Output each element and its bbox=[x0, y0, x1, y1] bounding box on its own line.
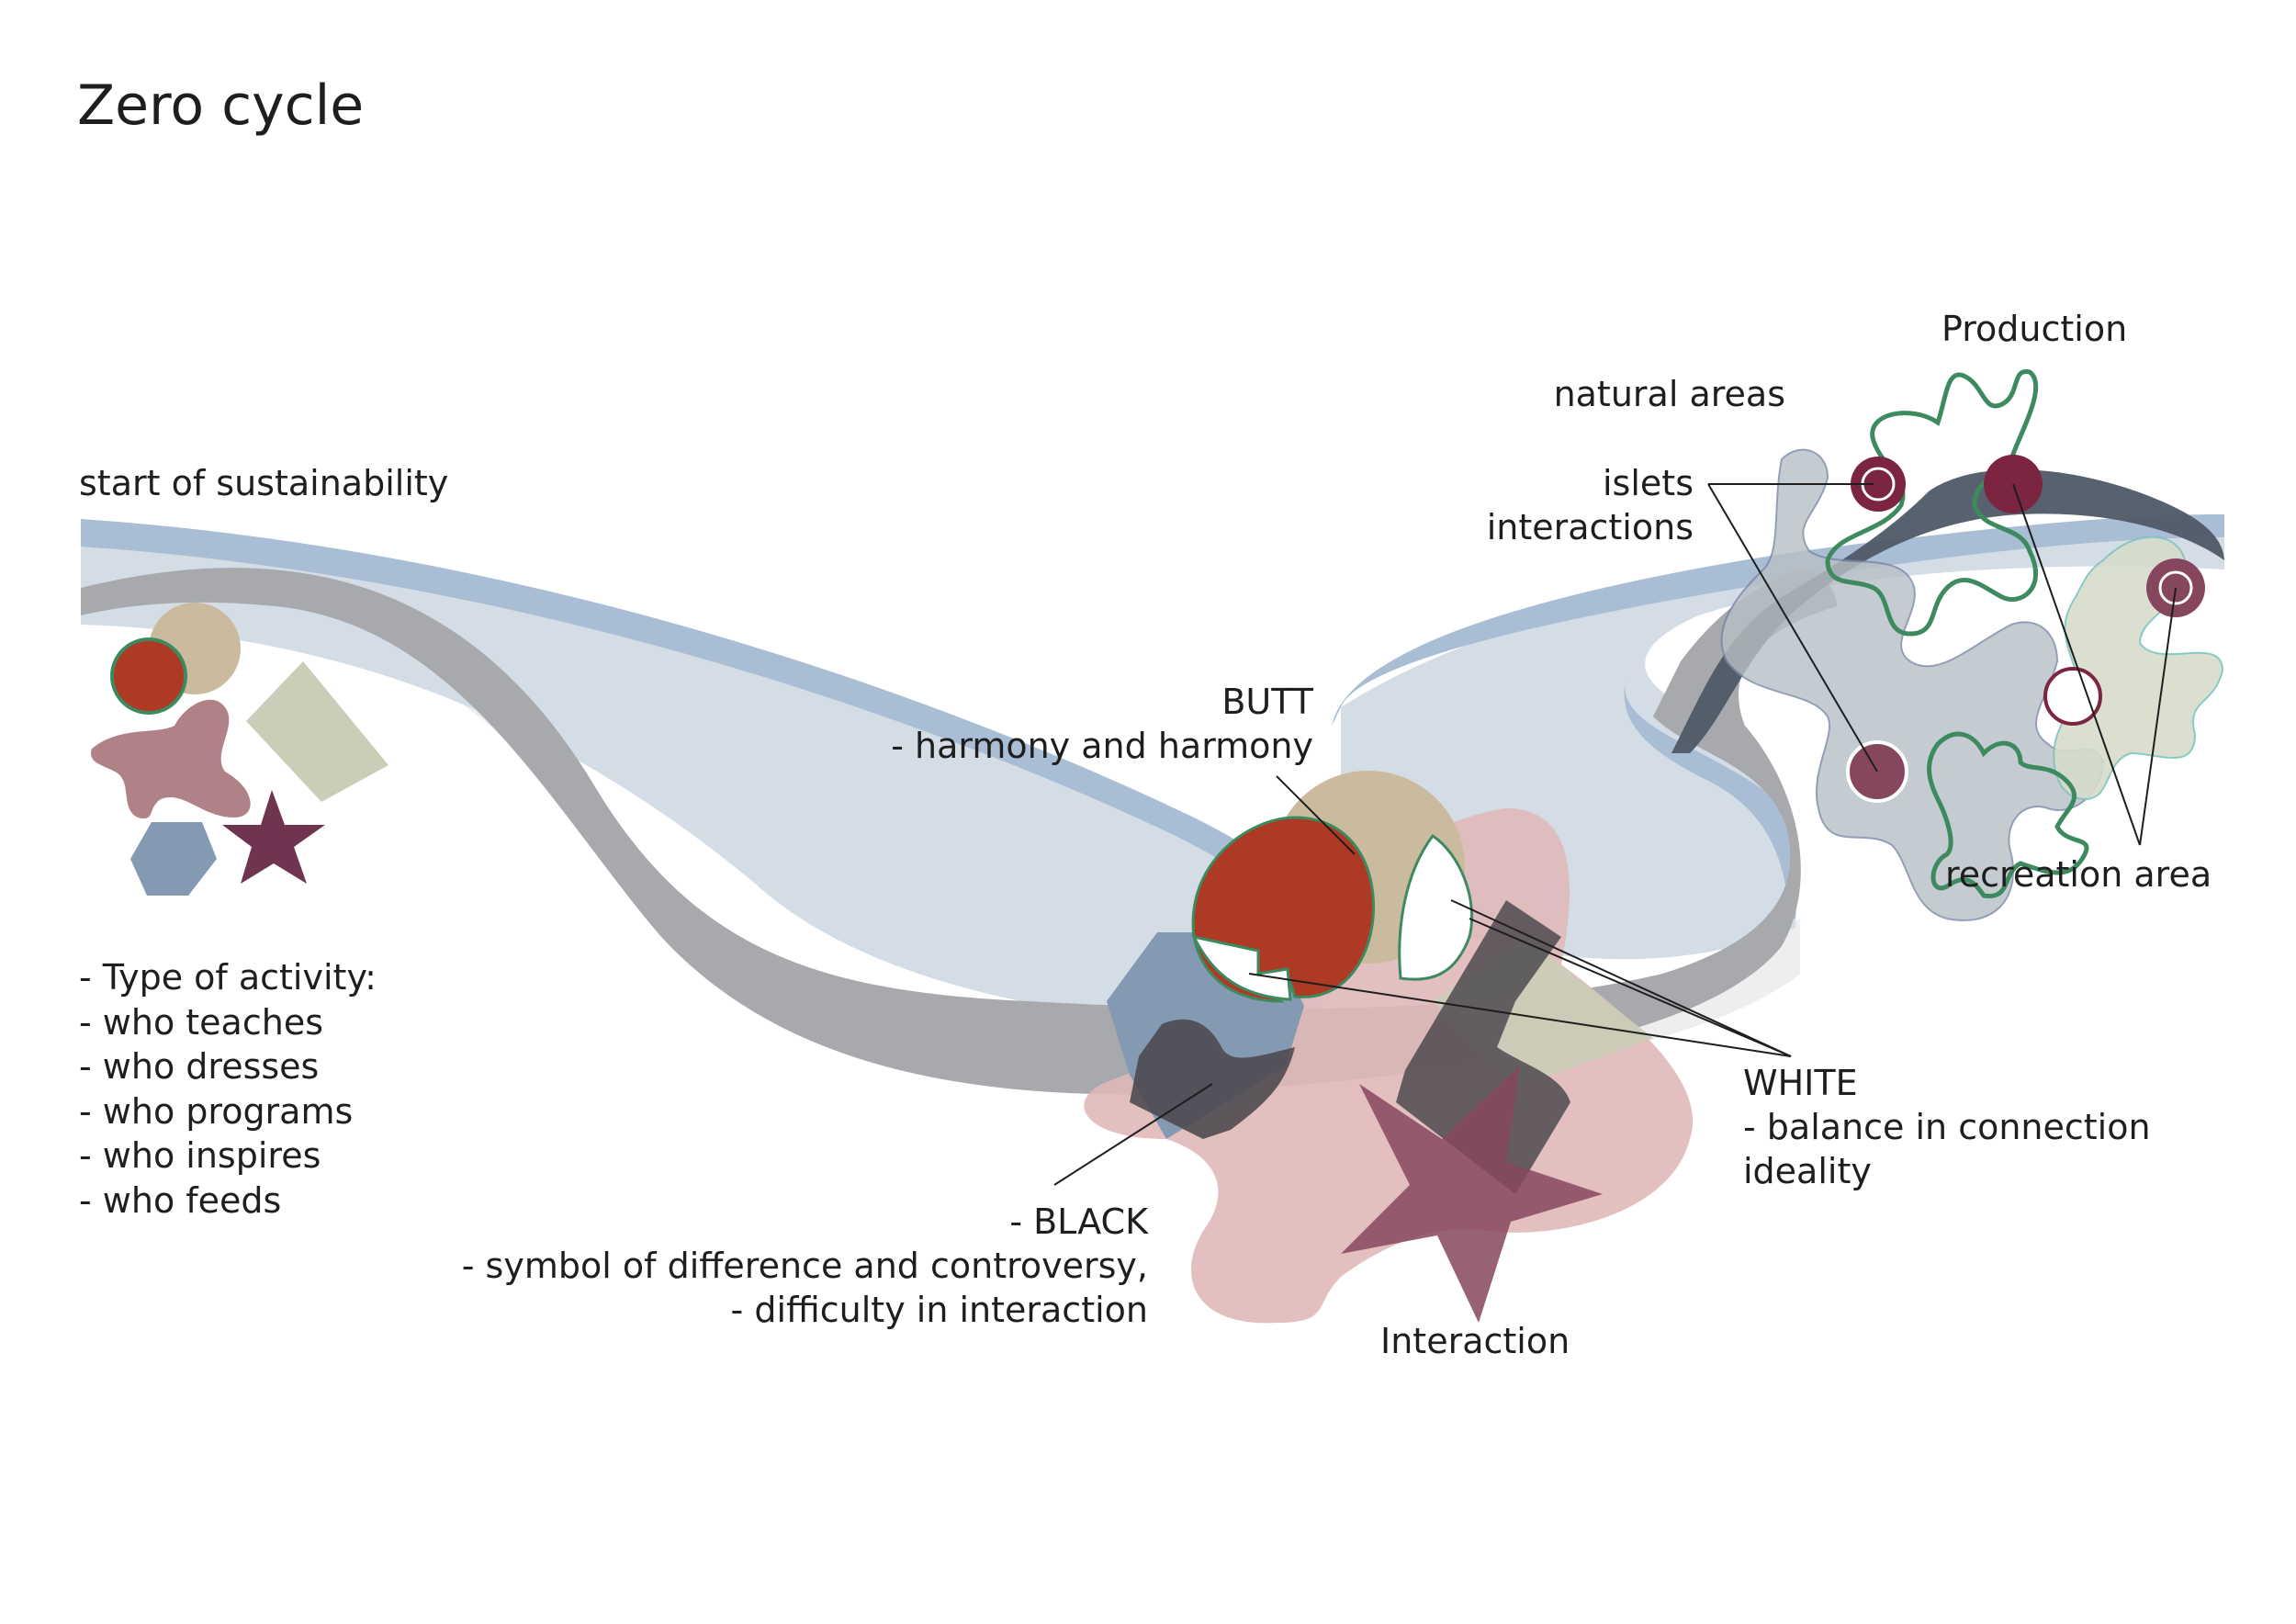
dot-recreation-hollow bbox=[2043, 667, 2102, 726]
legend-red-circle bbox=[110, 637, 187, 715]
label-production: Production bbox=[1941, 309, 2128, 349]
black-desc-1: - symbol of difference and controversy, bbox=[461, 1246, 1148, 1286]
label-islets-interactions: islets interactions bbox=[1487, 461, 1694, 549]
activity-list-item: - who dresses bbox=[79, 1046, 320, 1087]
leader-lines bbox=[1053, 483, 2177, 1186]
label-natural-areas: natural areas bbox=[1553, 374, 1785, 414]
activity-list-item: - who teaches bbox=[79, 1001, 323, 1043]
dark-wave-shape bbox=[1130, 1019, 1295, 1139]
dot-recreation-right-ring bbox=[2158, 570, 2193, 605]
blue-band-curl bbox=[1624, 680, 1797, 919]
white-title: WHITE bbox=[1743, 1063, 1858, 1103]
activity-list-item: - who feeds bbox=[79, 1179, 282, 1221]
legend-sage-diamond bbox=[246, 661, 388, 802]
activity-list-item: - Type of activity: bbox=[79, 957, 377, 998]
label-interaction: Interaction bbox=[1380, 1321, 1570, 1361]
label-butt: BUTT - harmony and harmony bbox=[891, 680, 1313, 768]
legend-plum-star bbox=[222, 790, 325, 884]
islets-text: islets bbox=[1603, 463, 1694, 503]
activity-list-item: - who inspires bbox=[79, 1135, 321, 1176]
white-crescent bbox=[1398, 833, 1474, 981]
black-title: - BLACK bbox=[1009, 1201, 1148, 1242]
white-desc-2: ideality bbox=[1743, 1151, 1872, 1191]
green-outline-top bbox=[1825, 369, 2039, 637]
label-black: - BLACK - symbol of difference and contr… bbox=[462, 1200, 1148, 1332]
page-title: Zero cycle bbox=[77, 73, 365, 138]
butt-title: BUTT bbox=[1221, 682, 1313, 722]
stream-light-fill bbox=[81, 519, 1322, 1029]
interactions-text: interactions bbox=[1486, 507, 1694, 547]
white-wedge bbox=[1191, 934, 1292, 1001]
black-desc-2: - difficulty in interaction bbox=[730, 1290, 1148, 1330]
activity-list-item: - who programs bbox=[79, 1090, 354, 1132]
green-outline-bottom bbox=[1927, 731, 2089, 899]
mauve-star bbox=[1341, 1066, 1603, 1323]
legend-blue-hexagon bbox=[130, 822, 217, 896]
activity-list: - Type of activity: - who teaches - who … bbox=[79, 955, 377, 1223]
gray-band bbox=[81, 568, 1837, 1095]
dot-islets bbox=[1851, 457, 1906, 512]
dark-gray-block bbox=[1396, 900, 1570, 1194]
legend-mauve-blob bbox=[91, 699, 251, 818]
label-white: WHITE - balance in connection ideality bbox=[1743, 1061, 2151, 1193]
label-recreation-area: recreation area bbox=[1945, 854, 2212, 895]
butt-desc: - harmony and harmony bbox=[891, 726, 1313, 766]
label-start-of-sustainability: start of sustainability bbox=[79, 463, 449, 503]
white-desc-1: - balance in connection bbox=[1743, 1107, 2151, 1147]
